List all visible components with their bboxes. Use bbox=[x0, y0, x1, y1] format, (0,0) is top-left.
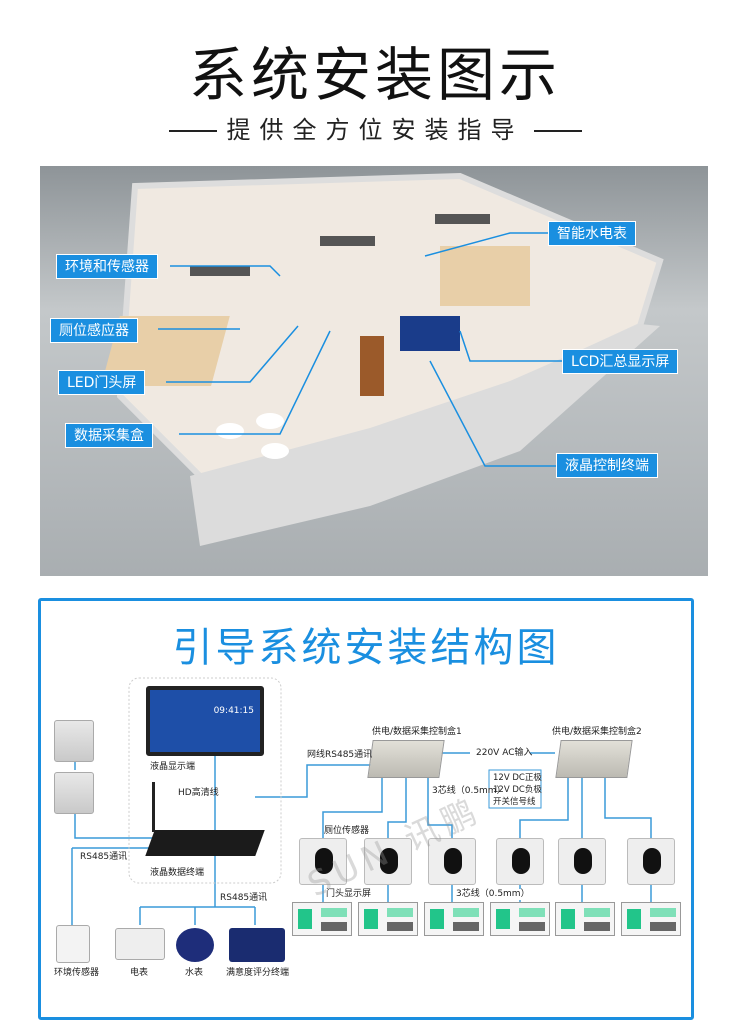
stall-sensor bbox=[428, 838, 476, 885]
label-ac-input: 220V AC输入 bbox=[476, 748, 533, 758]
label-net-rs485: 网线RS485通讯 bbox=[307, 750, 373, 760]
label-rs485-left: RS485通讯 bbox=[80, 852, 128, 862]
label-box1: 供电/数据采集控制盒1 bbox=[372, 727, 462, 737]
installation-render: 环境和传感器 厕位感应器 LED门头屏 数据采集盒 智能水电表 LCD汇总显示屏… bbox=[40, 166, 708, 576]
divider bbox=[533, 130, 582, 132]
legend-item: 开关信号线 bbox=[493, 797, 536, 807]
door-display bbox=[490, 902, 550, 936]
panel-title: 引导系统安装结构图 bbox=[172, 625, 560, 671]
legend-item: 12V DC正极 bbox=[493, 773, 542, 783]
stall-sensor bbox=[496, 838, 544, 885]
legend-item: 12V DC负极 bbox=[493, 785, 542, 795]
stall-sensor bbox=[558, 838, 606, 885]
door-display bbox=[555, 902, 615, 936]
door-display bbox=[358, 902, 418, 936]
page-title: 系统安装图示 bbox=[188, 41, 561, 109]
terminal-device bbox=[145, 830, 265, 856]
power-meter-device bbox=[115, 928, 165, 960]
stall-sensor bbox=[364, 838, 412, 885]
label-rs485-bottom: RS485通讯 bbox=[220, 893, 268, 903]
wire-legend: 12V DC正极 12V DC负极 开关信号线 bbox=[493, 772, 542, 808]
label-stall-sensor: 厕位传感器 bbox=[324, 826, 370, 836]
label-env-sensor: 环境传感器 bbox=[54, 968, 100, 978]
label-terminal: 液晶数据终端 bbox=[150, 868, 205, 878]
subtitle-text: 提供全方位安装指导 bbox=[226, 116, 524, 144]
label-lcd-display: 液晶显示端 bbox=[150, 762, 196, 772]
door-display bbox=[292, 902, 352, 936]
callout-terminal: 液晶控制终端 bbox=[556, 453, 658, 478]
control-box-1 bbox=[367, 740, 445, 778]
label-hd-cable: HD高清线 bbox=[178, 788, 219, 798]
callout-meter: 智能水电表 bbox=[548, 221, 636, 246]
label-wire-top: 3芯线（0.5mm） bbox=[432, 786, 506, 796]
label-rating: 满意度评分终端 bbox=[226, 968, 290, 978]
label-water-meter: 水表 bbox=[185, 968, 204, 978]
callout-env-sensor: 环境和传感器 bbox=[56, 254, 158, 279]
lcd-display-device: 09:41:15 bbox=[146, 686, 264, 756]
water-meter-device bbox=[176, 928, 214, 962]
callout-stall-sensor: 厕位感应器 bbox=[50, 318, 138, 343]
rating-terminal-device bbox=[229, 928, 285, 962]
env-sensor-device bbox=[56, 925, 90, 963]
label-box2: 供电/数据采集控制盒2 bbox=[552, 727, 642, 737]
meter-device-2 bbox=[54, 772, 94, 814]
label-wire-bottom: 3芯线（0.5mm） bbox=[456, 889, 530, 900]
structure-panel bbox=[38, 598, 694, 1020]
door-display bbox=[424, 902, 484, 936]
callout-led-door: LED门头屏 bbox=[58, 370, 146, 395]
door-display bbox=[621, 902, 681, 936]
screen-time: 09:41:15 bbox=[213, 706, 254, 716]
control-box-2 bbox=[555, 740, 633, 778]
callout-data-box: 数据采集盒 bbox=[65, 423, 153, 448]
stall-sensor bbox=[627, 838, 675, 885]
label-power-meter: 电表 bbox=[130, 968, 149, 978]
meter-device-1 bbox=[54, 720, 94, 762]
antenna bbox=[152, 782, 155, 832]
callout-lcd: LCD汇总显示屏 bbox=[562, 349, 679, 374]
divider bbox=[168, 130, 217, 132]
stall-sensor bbox=[299, 838, 347, 885]
page-subtitle: 提供全方位安装指导 bbox=[0, 110, 750, 145]
label-door-display: 门头显示屏 bbox=[326, 889, 372, 900]
